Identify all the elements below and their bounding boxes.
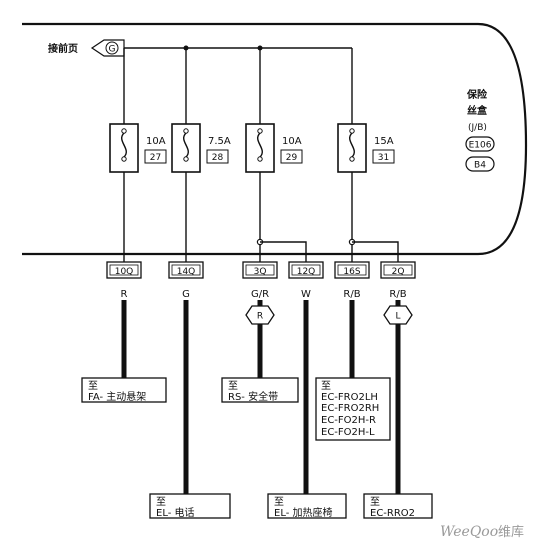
connector-e106-label: E106 [469, 141, 492, 151]
destination-el-heated-seat: 至 EL- 加热座椅 [267, 493, 347, 519]
inline-connector-r-label: R [257, 312, 263, 322]
pin-12q: 12Q [288, 261, 324, 279]
fuse-number-box [206, 149, 229, 164]
svg-text:EL- 加热座椅: EL- 加热座椅 [274, 506, 333, 519]
pin-10q: 10Q [106, 261, 142, 279]
fuse-number-box [280, 149, 303, 164]
connector-b4-badge [465, 156, 495, 172]
pin-16s: 16S [334, 261, 370, 279]
fuse-31-amp: 15A [374, 136, 394, 147]
fuse-29-number: 29 [286, 153, 298, 163]
fuse-27-amp: 10A [146, 136, 166, 147]
pin-14q-label: 14Q [177, 267, 196, 277]
inline-connector-r: R [245, 305, 275, 325]
fuse-31-number: 31 [378, 153, 389, 163]
pin-2q: 2Q [380, 261, 416, 279]
junction-box-title-1: 保险 [466, 88, 488, 101]
svg-text:至: 至 [88, 380, 98, 392]
source-connector: G [90, 39, 125, 57]
connector-b4-label: B4 [474, 161, 486, 171]
junction-box-title-2: 丝盒 [467, 104, 488, 117]
inline-connector-l: L [383, 305, 413, 325]
svg-text:EL- 电话: EL- 电话 [156, 506, 195, 519]
fuse-number-box [372, 149, 395, 164]
svg-text:EC-FO2H-R: EC-FO2H-R [321, 415, 376, 426]
wire-color-2: G [182, 289, 190, 300]
junction-box-code: (J/B) [468, 123, 487, 133]
svg-text:至: 至 [370, 496, 380, 508]
svg-text:EC-FRO2RH: EC-FRO2RH [321, 403, 379, 414]
connector-e106-badge [465, 136, 495, 152]
fuse-27-number: 27 [150, 153, 161, 163]
watermark: WeeQoo 维库 [440, 524, 524, 540]
wire-color-5: R/B [343, 289, 360, 300]
destination-rs: 至 RS- 安全带 [221, 377, 299, 403]
watermark-suffix: 维库 [498, 524, 524, 540]
svg-text:EC-FRO2LH: EC-FRO2LH [321, 392, 378, 403]
junction-box-outline [22, 22, 528, 256]
pin-14q: 14Q [168, 261, 204, 279]
svg-text:至: 至 [156, 496, 166, 508]
wire [260, 241, 307, 262]
pin-16s-label: 16S [343, 267, 360, 277]
svg-text:至: 至 [274, 496, 284, 508]
pin-3q-label: 3Q [254, 267, 267, 277]
wire-color-3: G/R [251, 289, 269, 300]
fuse-29 [245, 123, 275, 173]
wire-color-4: W [301, 289, 311, 300]
pin-12q-label: 12Q [297, 267, 316, 277]
fuse-28-amp: 7.5A [208, 136, 231, 147]
destination-fa: 至 FA- 主动悬架 [81, 377, 167, 403]
destination-ec-rro2: 至 EC-RRO2 [363, 493, 433, 519]
pin-2q-label: 2Q [392, 267, 405, 277]
svg-text:至: 至 [228, 380, 238, 392]
source-label: 接前页 [48, 42, 78, 55]
watermark-brand: WeeQoo [440, 524, 498, 540]
wire-color-1: R [121, 289, 128, 300]
pin-3q: 3Q [242, 261, 278, 279]
inline-connector-l-label: L [395, 312, 400, 322]
destination-el-phone: 至 EL- 电话 [149, 493, 231, 519]
svg-text:EC-FO2H-L: EC-FO2H-L [321, 427, 375, 438]
fuse-29-amp: 10A [282, 136, 302, 147]
svg-text:EC-RRO2: EC-RRO2 [370, 508, 415, 519]
wire [352, 241, 399, 262]
wire-color-6: R/B [389, 289, 406, 300]
svg-text:RS- 安全带: RS- 安全带 [228, 390, 278, 403]
fuse-31 [337, 123, 367, 173]
svg-text:至: 至 [321, 380, 331, 392]
pin-10q-label: 10Q [115, 267, 134, 277]
fuse-28 [171, 123, 201, 173]
destination-ec-fro2: 至 EC-FRO2LH EC-FRO2RH EC-FO2H-R EC-FO2H-… [315, 377, 391, 441]
fuse-27 [109, 123, 139, 173]
fuse-number-box [144, 149, 167, 164]
source-connector-label: G [109, 45, 116, 55]
svg-text:FA- 主动悬架: FA- 主动悬架 [88, 391, 146, 403]
fuse-28-number: 28 [212, 153, 224, 163]
